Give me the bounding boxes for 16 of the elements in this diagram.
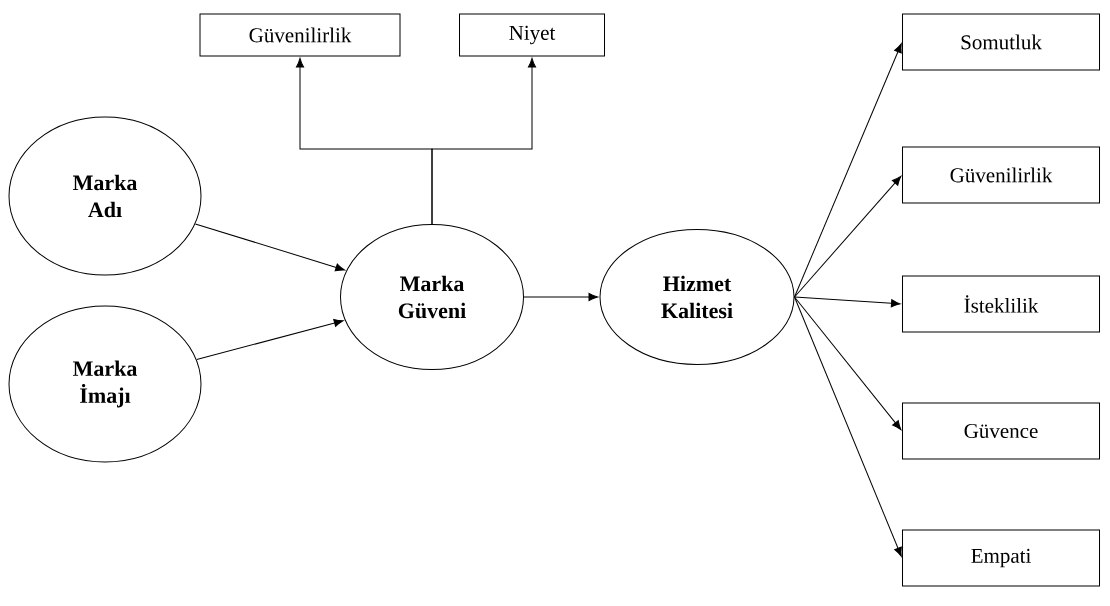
dimension-box: Güvence [902, 402, 1100, 460]
arrow [194, 223, 345, 272]
dimension-box: Empati [902, 529, 1100, 587]
dimension-box: Niyet [459, 13, 605, 57]
arrow [794, 175, 902, 298]
arrow [794, 296, 902, 557]
arrow [431, 57, 537, 225]
arrow [794, 43, 902, 298]
dimension-box: İsteklilik [902, 275, 1100, 333]
dimension-box: Somutluk [902, 13, 1100, 71]
arrow [196, 318, 344, 361]
arrow [794, 296, 902, 430]
dimension-box: Güvenilirlik [199, 13, 401, 57]
arrow [794, 296, 901, 308]
arrow [523, 292, 599, 302]
dimension-box: Güvenilirlik [902, 146, 1100, 204]
